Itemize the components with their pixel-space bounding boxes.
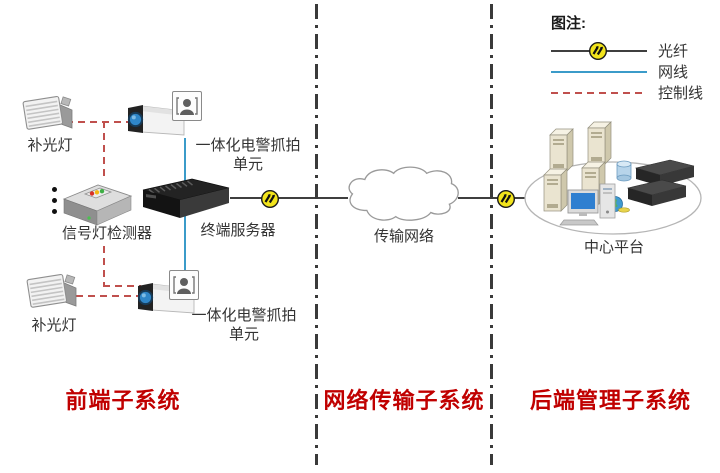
section-title-backend: 后端管理子系统 <box>529 388 691 413</box>
legend-label-control: 控制线 <box>658 85 704 102</box>
control-line-top-filllight <box>66 121 132 123</box>
central-platform-label: 中心平台 <box>583 239 644 256</box>
legend-item-network: 网线 <box>551 61 711 82</box>
fiber-transceiver-icon <box>588 41 608 60</box>
section-title-network: 网络传输子系统 <box>323 388 485 413</box>
fiber-transceiver-icon <box>260 189 280 209</box>
camera-top-label: 一体化电警抓拍 单元 <box>195 137 301 173</box>
fiber-line-server-to-cloud <box>230 197 348 199</box>
fiber-line-sample <box>551 41 647 61</box>
terminal-server-label: 终端服务器 <box>200 222 276 239</box>
central-platform-icon <box>524 121 702 235</box>
legend-label-network: 网线 <box>658 64 689 81</box>
capture-badge-icon <box>172 91 202 121</box>
control-line-elbow-bottom-camera <box>103 285 141 287</box>
control-line-sample <box>551 83 647 103</box>
section-title-front: 前端子系统 <box>65 388 181 413</box>
control-line-bottom-filllight <box>64 295 140 297</box>
transmission-network-label: 传输网络 <box>373 228 434 245</box>
terminal-server-icon <box>142 178 230 218</box>
fill-light-icon <box>26 273 77 308</box>
legend-item-control: 控制线 <box>551 82 711 103</box>
control-line-vertical-lower <box>103 246 105 287</box>
capture-badge-icon <box>169 270 199 300</box>
camera-icon <box>127 105 185 136</box>
signal-detector-icon <box>62 184 133 226</box>
fill-light-top-label: 补光灯 <box>27 137 73 154</box>
legend: 图注: 光纤 网线 控制线 <box>551 12 711 103</box>
fill-light-icon <box>22 95 73 130</box>
legend-title: 图注: <box>551 15 586 32</box>
storage-boxes-icon <box>626 159 695 206</box>
control-line-vertical-upper <box>103 121 105 180</box>
more-devices-ellipsis-icon <box>52 187 57 214</box>
legend-label-fiber: 光纤 <box>658 43 689 60</box>
fill-light-bottom-label: 补光灯 <box>31 317 77 334</box>
fiber-line-cloud-to-platform <box>458 197 532 199</box>
transmission-network-cloud-icon <box>348 166 459 221</box>
divider-network-backend <box>490 4 493 465</box>
database-icon <box>616 160 632 182</box>
signal-detector-label: 信号灯检测器 <box>61 225 152 242</box>
legend-item-fiber: 光纤 <box>551 40 711 61</box>
workstation-icon <box>559 183 616 226</box>
camera-bottom-label: 一体化电警抓拍 单元 <box>191 307 297 343</box>
fiber-transceiver-icon <box>496 189 516 209</box>
divider-front-network <box>315 4 318 465</box>
network-line-sample <box>551 62 647 82</box>
